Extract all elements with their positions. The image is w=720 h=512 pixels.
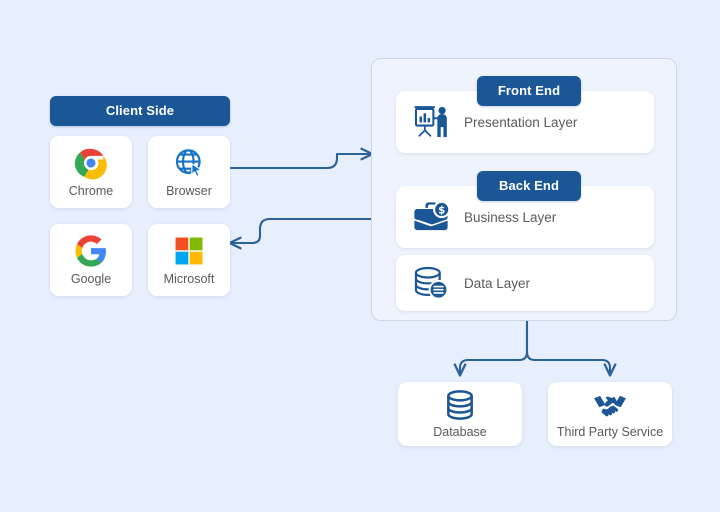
client-card-google[interactable]: Google xyxy=(50,224,132,296)
client-side-group: Client Side Chrome xyxy=(50,96,230,296)
briefcase-dollar-icon: $ xyxy=(414,200,450,231)
node-label: Third Party Service xyxy=(556,424,664,439)
client-cards-grid: Chrome Browser xyxy=(50,136,230,296)
presenter-chart-icon xyxy=(414,106,447,138)
node-third-party-service[interactable]: Third Party Service xyxy=(548,382,672,446)
client-card-browser[interactable]: Browser xyxy=(148,136,230,208)
client-card-chrome[interactable]: Chrome xyxy=(50,136,132,208)
layer-card-data[interactable]: Data Layer xyxy=(396,255,654,311)
client-card-label: Chrome xyxy=(68,184,114,198)
handshake-icon xyxy=(594,395,626,416)
layer-card-label: Presentation Layer xyxy=(464,114,578,130)
svg-text:$: $ xyxy=(438,204,445,216)
node-database[interactable]: Database xyxy=(398,382,522,446)
client-card-microsoft[interactable]: Microsoft xyxy=(148,224,230,296)
database-list-icon xyxy=(414,266,449,300)
front-end-badge: Front End xyxy=(477,76,581,106)
chrome-logo-icon xyxy=(74,148,107,180)
node-label: Database xyxy=(433,424,487,439)
connector-client-to-server xyxy=(229,154,372,170)
client-card-label: Google xyxy=(70,272,112,286)
database-cylinder-icon xyxy=(447,389,473,420)
layer-card-label: Business Layer xyxy=(464,209,557,225)
client-side-badge: Client Side xyxy=(50,96,230,126)
client-card-label: Browser xyxy=(166,184,212,198)
microsoft-logo-icon xyxy=(175,237,203,265)
client-card-label: Microsoft xyxy=(163,272,215,286)
connector-server-to-client xyxy=(230,217,374,243)
google-logo-icon xyxy=(75,235,106,267)
globe-cursor-icon xyxy=(175,149,202,178)
back-end-badge: Back End xyxy=(477,171,581,201)
layer-card-label: Data Layer xyxy=(464,275,531,291)
server-panel: Presentation Layer $ Business Layer xyxy=(371,58,677,321)
